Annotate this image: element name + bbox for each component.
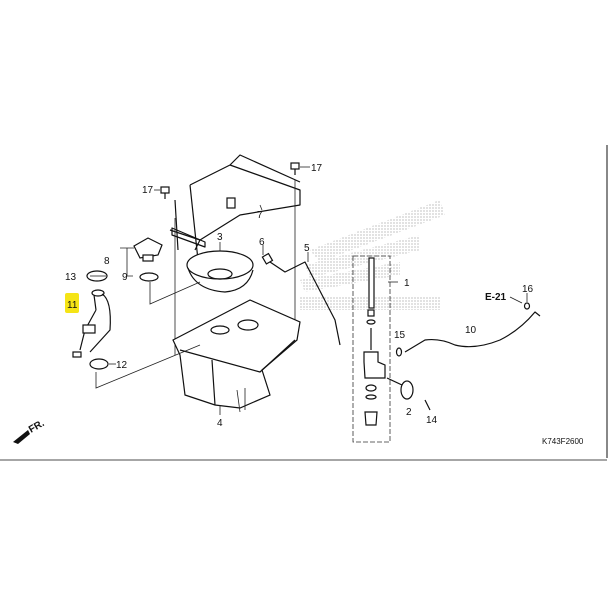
part-16-clip	[523, 302, 531, 310]
callout-17-left: 17	[142, 185, 154, 196]
callout-12: 12	[116, 360, 128, 371]
diagram-code: K743F2600	[542, 437, 584, 446]
callout-16: 16	[522, 284, 534, 295]
callout-14: 14	[426, 415, 438, 426]
front-direction-arrow: FR.	[13, 418, 47, 444]
part-2-lever	[386, 377, 414, 400]
callout-4: 4	[217, 418, 223, 429]
callout-13: 13	[65, 272, 77, 283]
callout-6: 6	[259, 237, 265, 248]
callout-5: 5	[304, 243, 310, 254]
part-14-screw	[424, 399, 431, 411]
part-12-seal	[89, 358, 109, 370]
callout-17-right: 17	[311, 163, 323, 174]
part-6-clip	[261, 252, 274, 265]
callout-10: 10	[465, 325, 477, 336]
part-8-fuel-cap	[133, 237, 163, 262]
part-7-frame	[169, 154, 301, 261]
part-5-breather-tube	[269, 261, 341, 346]
part-9-gasket	[139, 272, 159, 282]
callout-11: 11	[67, 300, 78, 311]
callout-1: 1	[404, 278, 410, 289]
direction-label: FR.	[27, 418, 47, 436]
part-10-fuel-tube	[404, 311, 541, 353]
part-11-fuel-level-sender	[72, 289, 111, 358]
callout-2: 2	[406, 407, 412, 418]
callout-15: 15	[394, 330, 406, 341]
part-4-fuel-tank	[172, 299, 301, 413]
part-15-clip	[395, 347, 403, 357]
callout-7: 7	[257, 210, 263, 221]
reference-e21: E-21	[485, 292, 507, 303]
callout-3: 3	[217, 232, 223, 243]
highlight-part-11	[65, 293, 79, 313]
bolt-17-left	[160, 186, 170, 199]
bolt-17-right	[290, 162, 300, 175]
callout-9: 9	[122, 272, 128, 283]
callout-8: 8	[104, 256, 110, 267]
part-3-ring	[186, 250, 254, 293]
part-1-fuel-cock-assembly	[352, 255, 391, 443]
